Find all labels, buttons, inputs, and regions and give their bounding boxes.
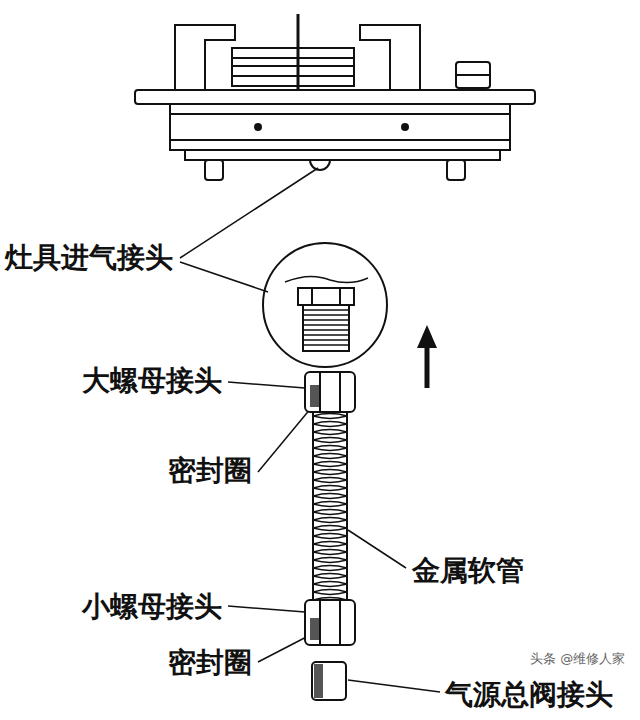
metal-hose — [313, 412, 347, 600]
large-nut — [305, 372, 355, 412]
seal-ring — [310, 618, 319, 640]
pan-support — [360, 25, 420, 90]
small-nut — [305, 600, 355, 645]
inlet-nut — [298, 288, 354, 305]
part-label: 气源总阀接头 — [445, 680, 613, 711]
part-label: 密封圈 — [168, 648, 252, 679]
hose-assembly — [305, 372, 355, 700]
part-label: 密封圈 — [168, 456, 252, 487]
valve-connector — [312, 662, 346, 700]
foot — [205, 160, 223, 180]
part-label: 大螺母接头 — [82, 366, 222, 397]
part-label: 灶具进气接头 — [5, 243, 173, 274]
burner — [232, 48, 354, 86]
stove — [135, 14, 535, 180]
part-label: 金属软管 — [412, 556, 524, 587]
up-arrow — [417, 325, 437, 388]
top-panel — [135, 90, 535, 104]
part-label: 小螺母接头 — [82, 592, 222, 623]
igniter-rod — [297, 14, 300, 90]
watermark: 头条 @维修人家 — [530, 652, 625, 666]
inlet-thread — [303, 305, 349, 351]
seal-ring — [310, 385, 319, 407]
pan-support — [175, 25, 235, 90]
stove-body — [170, 104, 510, 150]
stove-inlet — [310, 160, 330, 170]
magnifier — [263, 243, 387, 367]
stove-base — [185, 150, 500, 160]
foot — [447, 160, 465, 180]
knob — [456, 62, 490, 88]
